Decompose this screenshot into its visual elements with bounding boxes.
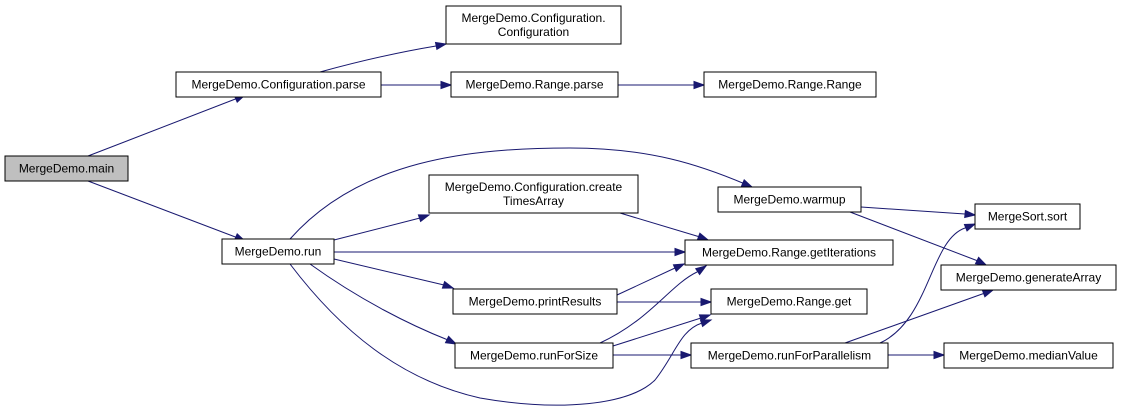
- node-box[interactable]: [221, 238, 335, 265]
- node-label: MergeDemo.main: [19, 162, 114, 176]
- edges: [87, 41, 995, 406]
- edge-run_for_size-to-run_for_par: [613, 350, 693, 360]
- node-range_parse[interactable]: MergeDemo.Range.parse: [450, 71, 619, 98]
- node-label: MergeDemo.Configuration.parse: [191, 78, 365, 92]
- node-label: MergeDemo.Range.get: [727, 295, 852, 309]
- edge-cfg_parse-to-cfg_ctor: [319, 41, 448, 73]
- edge-run-to-print_results: [333, 258, 455, 289]
- arrowhead: [672, 263, 686, 273]
- node-label: MergeDemo.generateArray: [956, 271, 1101, 285]
- node-run_for_size[interactable]: MergeDemo.runForSize: [454, 342, 614, 369]
- node-print_results[interactable]: MergeDemo.printResults: [452, 288, 618, 315]
- node-box[interactable]: [454, 342, 614, 369]
- node-gen_array[interactable]: MergeDemo.generateArray: [940, 264, 1117, 291]
- edge-print_results-to-range_get: [617, 297, 713, 307]
- node-label: MergeDemo.Range.Range: [718, 78, 862, 92]
- arrowhead: [441, 280, 455, 289]
- edge-main-to-cfg_parse: [87, 94, 247, 157]
- edge-main-to-run: [87, 180, 247, 242]
- edge-run_for_par-to-median: [888, 350, 946, 360]
- edge-range_parse-to-range_ctor: [618, 80, 706, 90]
- node-box[interactable]: [4, 155, 129, 182]
- arrowhead: [963, 223, 977, 232]
- arrowhead: [699, 319, 713, 328]
- nodes: MergeDemo.main MergeDemo.Configuration.Co…: [4, 5, 1117, 369]
- edge-run_for_size-to-get_iter: [599, 265, 708, 344]
- node-main[interactable]: MergeDemo.main: [4, 155, 129, 182]
- node-label: MergeDemo.run: [235, 245, 322, 259]
- arrowhead: [693, 80, 706, 90]
- arrowhead: [694, 265, 708, 276]
- edge-run-to-get_iter: [334, 247, 687, 257]
- node-run_for_par[interactable]: MergeDemo.runForParallelism: [690, 342, 889, 369]
- node-label: MergeDemo.Configuration.create: [445, 180, 623, 194]
- node-sort[interactable]: MergeSort.sort: [974, 203, 1081, 230]
- arrowhead: [964, 209, 977, 219]
- arrowhead: [740, 178, 754, 188]
- node-box[interactable]: [703, 71, 877, 98]
- arrowhead: [417, 214, 431, 223]
- node-label: MergeDemo.Range.getIterations: [702, 246, 876, 260]
- node-box[interactable]: [974, 203, 1081, 230]
- node-label: MergeDemo.runForParallelism: [708, 349, 871, 363]
- node-label: MergeDemo.warmup: [733, 193, 845, 207]
- edge-create_times-to-get_iter: [619, 212, 710, 241]
- node-box[interactable]: [940, 264, 1117, 291]
- edge-run_for_size-to-range_get: [612, 314, 712, 347]
- node-label: Configuration: [498, 25, 569, 39]
- arrowhead: [933, 350, 946, 360]
- arrowhead: [974, 256, 988, 266]
- arrowhead: [444, 335, 458, 345]
- node-label: MergeDemo.runForSize: [470, 349, 598, 363]
- arrowhead: [674, 247, 687, 257]
- node-get_iter[interactable]: MergeDemo.Range.getIterations: [684, 239, 894, 266]
- arrowhead: [680, 350, 693, 360]
- node-label: MergeSort.sort: [988, 210, 1068, 224]
- node-label: TimesArray: [503, 194, 564, 208]
- arrowhead: [440, 80, 453, 90]
- node-median[interactable]: MergeDemo.medianValue: [943, 342, 1114, 369]
- node-cfg_ctor[interactable]: MergeDemo.Configuration.Configuration: [445, 5, 622, 45]
- node-box[interactable]: [943, 342, 1114, 369]
- node-box[interactable]: [428, 174, 639, 214]
- node-box[interactable]: [710, 288, 868, 315]
- arrowhead: [434, 41, 448, 51]
- node-warmup[interactable]: MergeDemo.warmup: [717, 186, 862, 213]
- node-box[interactable]: [445, 5, 622, 45]
- arrowhead: [700, 297, 713, 307]
- node-range_ctor[interactable]: MergeDemo.Range.Range: [703, 71, 877, 98]
- node-box[interactable]: [690, 342, 889, 369]
- node-label: MergeDemo.medianValue: [959, 349, 1098, 363]
- node-cfg_parse[interactable]: MergeDemo.Configuration.parse: [175, 71, 382, 98]
- arrowhead: [981, 289, 995, 298]
- edge-run-to-range_get: [289, 263, 713, 406]
- edge-cfg_parse-to-range_parse: [381, 80, 453, 90]
- node-box[interactable]: [175, 71, 382, 98]
- node-label: MergeDemo.printResults: [469, 295, 602, 309]
- node-label: MergeDemo.Range.parse: [465, 78, 603, 92]
- arrowhead: [696, 232, 710, 241]
- node-box[interactable]: [452, 288, 618, 315]
- node-box[interactable]: [684, 239, 894, 266]
- node-box[interactable]: [450, 71, 619, 98]
- edge-warmup-to-gen_array: [849, 211, 988, 266]
- node-range_get[interactable]: MergeDemo.Range.get: [710, 288, 868, 315]
- edge-print_results-to-get_iter: [616, 263, 686, 296]
- node-box[interactable]: [717, 186, 862, 213]
- node-run[interactable]: MergeDemo.run: [221, 238, 335, 265]
- node-label: MergeDemo.Configuration.: [461, 11, 605, 25]
- arrowhead: [698, 314, 712, 323]
- edge-run_for_par-to-sort: [879, 223, 977, 344]
- edge-run-to-run_for_size: [309, 263, 458, 345]
- edge-run-to-create_times: [333, 214, 431, 241]
- edge-warmup-to-sort: [860, 206, 977, 219]
